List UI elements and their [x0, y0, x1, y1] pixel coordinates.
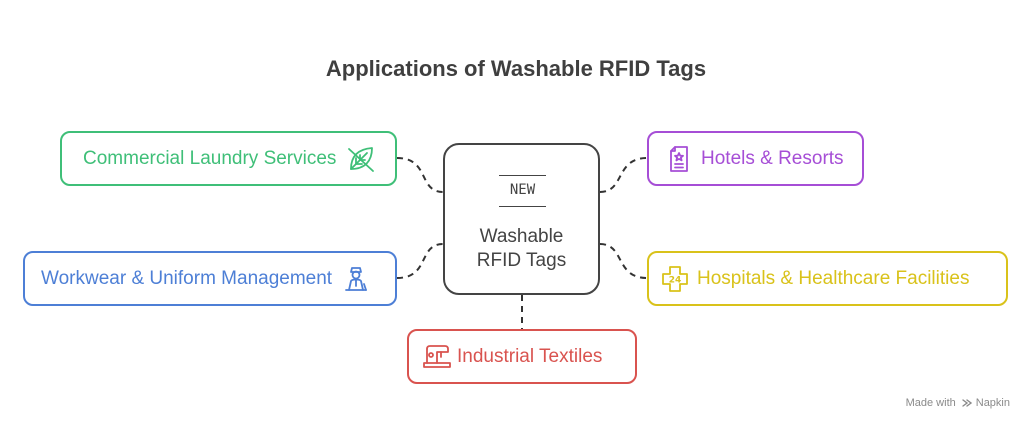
node-hospitals-healthcare: 24 Hospitals & Healthcare Facilities — [647, 251, 1008, 306]
node-label: Hotels & Resorts — [701, 147, 844, 169]
napkin-logo-icon — [961, 397, 973, 409]
node-workwear-uniform: Workwear & Uniform Management — [23, 251, 397, 306]
connector-hospitals — [599, 243, 648, 279]
node-label: Commercial Laundry Services — [83, 147, 337, 169]
connector-laundry — [396, 157, 444, 193]
connector-workwear — [396, 243, 444, 279]
napkin-brand-text: Napkin — [975, 397, 1010, 409]
diagram-title: Applications of Washable RFID Tags — [325, 56, 707, 81]
node-label: Industrial Textiles — [457, 345, 603, 367]
made-with-text: Made with — [905, 397, 956, 409]
sewing-machine-icon — [421, 341, 453, 373]
svg-text:24: 24 — [669, 275, 682, 285]
node-commercial-laundry: Commercial Laundry Services — [60, 131, 397, 186]
leaf-crossed-icon — [345, 143, 377, 175]
node-industrial-textiles: Industrial Textiles — [407, 329, 637, 384]
center-node-washable-rfid-tags: NEW Washable RFID Tags — [443, 143, 600, 295]
center-label-line2: RFID Tags — [476, 250, 567, 271]
node-hotels-resorts: Hotels & Resorts — [647, 131, 864, 186]
new-badge: NEW — [499, 175, 546, 207]
worker-icon — [340, 263, 372, 295]
center-label-line1: Washable — [479, 226, 564, 247]
node-label: Workwear & Uniform Management — [41, 267, 333, 289]
medical-cross-24-icon: 24 — [659, 263, 691, 295]
connector-hotels — [599, 157, 648, 193]
hotel-key-card-icon — [663, 143, 695, 175]
center-label: Washable RFID Tags — [445, 225, 598, 273]
made-with-napkin-footer: Made with Napkin — [906, 397, 1010, 409]
node-label: Hospitals & Healthcare Facilities — [697, 267, 970, 289]
